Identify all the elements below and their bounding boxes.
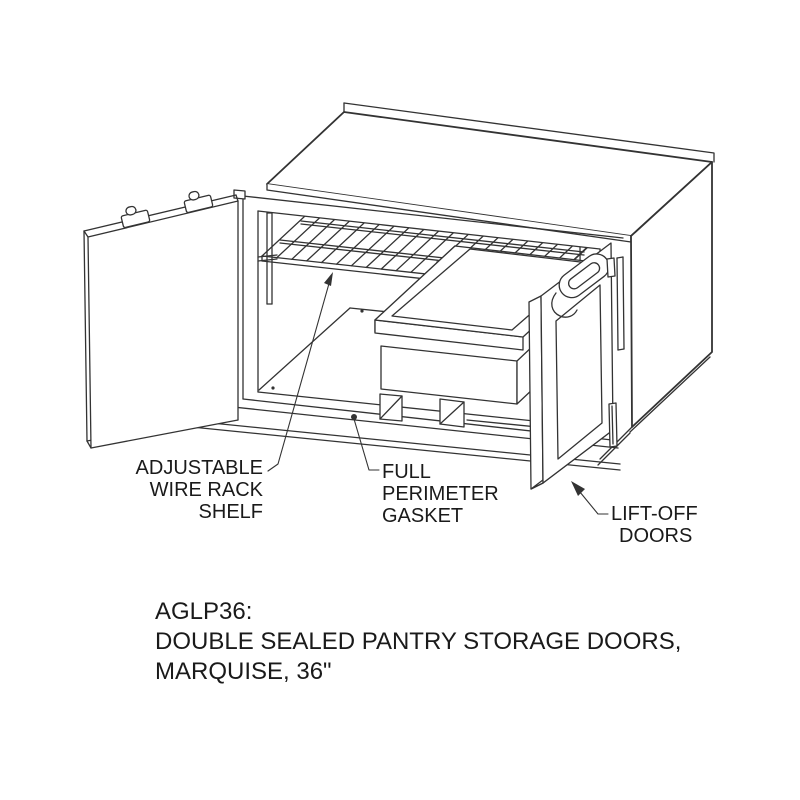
bin-supports [379,393,465,428]
caption-series-size: MARQUISE, 36" [155,658,332,685]
shelf-standard-rail-left [257,212,278,305]
shelf-wire [335,211,395,265]
door-hinge-tab [183,190,214,214]
shelf-pin-hole [271,386,275,390]
caption-model-number: AGLP36: [155,598,253,625]
right-door-lift-off [528,242,618,490]
shelf-wire [291,211,350,260]
door-hinge-tab [120,205,151,229]
callout-full-perimeter-gasket: FULL PERIMETER GASKET [382,461,499,527]
callout-line: WIRE RACK [149,479,263,501]
callout-leaders [267,272,609,515]
doors-leader-arrowhead [571,481,585,496]
shelf-wire [380,215,439,270]
gasket-leader [351,414,380,471]
shelf-wire [320,211,380,264]
cabinet-top-panel [266,102,715,243]
callout-line: ADJUSTABLE [135,457,263,479]
gasket-leader-dot [351,414,357,420]
shelf-leader [267,272,333,472]
shelf-wire [365,213,424,269]
callout-lift-off-doors: LIFT-OFF DOORS [611,503,698,547]
callout-line: LIFT-OFF [611,503,698,525]
door-hinge-pin [606,257,618,448]
callout-line: PERIMETER [382,483,499,505]
callout-line: GASKET [382,505,464,527]
shelf-standard-rail-right [616,256,625,351]
callout-line: DOORS [619,525,693,547]
shelf-pin-hole [360,309,364,313]
shelf-leader-arrowhead [324,272,333,286]
figure-caption: AGLP36: DOUBLE SEALED PANTRY STORAGE DOO… [155,597,681,687]
shelf-wire [276,211,335,259]
caption-description: DOUBLE SEALED PANTRY STORAGE DOORS, [155,628,682,655]
callout-line: FULL [382,461,431,483]
callout-line: SHELF [198,501,263,523]
shelf-wire [306,211,365,262]
shelf-wire [261,211,320,257]
shelf-wire [350,212,410,267]
left-door-open [83,190,239,449]
callout-adjustable-wire-rack-shelf: ADJUSTABLE WIRE RACK SHELF [80,457,263,523]
doors-leader [571,481,609,515]
